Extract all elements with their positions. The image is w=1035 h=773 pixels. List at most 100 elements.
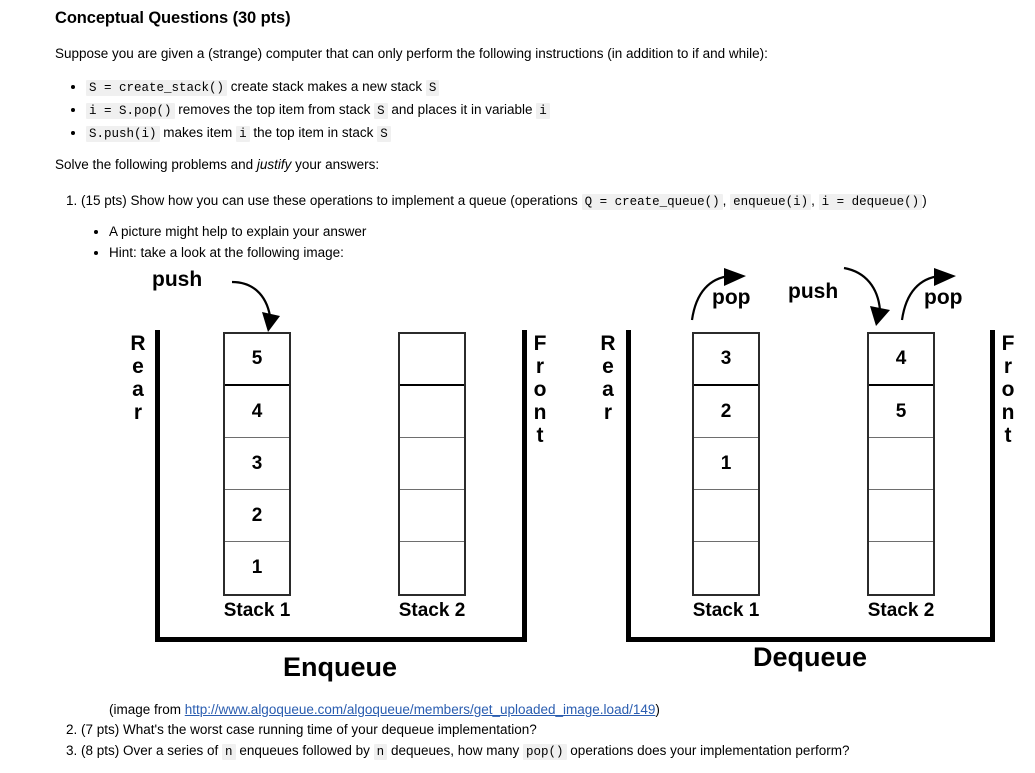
enqueue-stack-1: 5 4 3 2 1 [223,332,291,596]
code-span-n: n [222,744,236,760]
instruction-list: S = create_stack() create stack makes a … [58,76,550,145]
bottom-frame-bar [155,637,527,642]
front-label-letter: t [536,424,544,447]
dequeue-stack-2: 4 5 [867,332,935,596]
front-label-letter: o [533,378,547,401]
stack-2-caption: Stack 2 [867,600,935,621]
stack-cell: 4 [869,334,933,386]
rear-label-letter: e [132,355,144,378]
instruction-text: the top item in stack [253,125,374,140]
code-span: i [536,103,550,119]
push-arrow-icon [231,280,280,332]
front-label: F r o n t [530,332,550,447]
stack-cell: 3 [225,438,289,490]
code-span: S [377,126,391,142]
front-label-letter: o [1001,378,1015,401]
enqueue-diagram: push R e a r F r o n t [110,262,550,694]
stack-cell: 5 [225,334,289,386]
stack-cell [400,334,464,386]
hint-list: A picture might help to explain your ans… [81,221,927,263]
code-span: S [425,80,440,96]
code-span: i [236,126,250,142]
solve-prompt-b: your answers: [291,157,380,172]
dequeue-caption: Dequeue [752,642,868,672]
stack-cell: 5 [869,386,933,438]
rear-label-letter: r [133,401,143,424]
source-link[interactable]: http://www.algoqueue.com/algoqueue/membe… [184,702,656,717]
stack-cell [694,490,758,542]
list-item: i = S.pop() removes the top item from st… [86,99,550,122]
front-label-letter: t [1004,424,1012,447]
list-item: S.push(i) makes item i the top item in s… [86,122,550,145]
enqueue-caption: Enqueue [282,652,397,682]
front-frame-bar [990,330,995,642]
separator: , [722,193,727,208]
stack-cell: 2 [694,386,758,438]
rear-label: R e a r [598,332,618,424]
solve-prompt-a: Solve the following problems and [55,157,257,172]
problem-3-a: (8 pts) Over a series of [81,743,223,758]
code-span: i = S.pop() [86,103,175,119]
stack-cell [400,490,464,542]
enqueue-stack-2 [398,332,466,596]
instruction-text: create stack makes a new stack [230,79,423,94]
code-span-enqueue: enqueue(i) [730,194,812,210]
problem-3-d: operations does your implementation perf… [566,743,850,758]
code-span: S.push(i) [86,126,160,142]
pop-label-1: pop [712,286,751,309]
code-span-n: n [373,744,388,760]
front-label-letter: n [1001,401,1015,424]
stack-2-caption: Stack 2 [398,600,466,621]
solve-prompt-emphasis: justify [256,157,292,172]
front-label-letter: F [1001,332,1015,355]
rear-label-letter: R [600,332,616,355]
rear-label-letter: R [130,332,146,355]
push-label: push [152,268,203,291]
solve-prompt: Solve the following problems and justify… [55,157,379,172]
dequeue-stack-1: 3 2 1 [692,332,760,596]
page-title: Conceptual Questions (30 pts) [55,9,291,27]
stack-cell [400,542,464,594]
rear-label-letter: a [132,378,144,401]
rear-label-letter: e [602,355,614,378]
stack-cell [869,542,933,594]
problem-item-1: (15 pts) Show how you can use these oper… [81,190,927,263]
stack-cell [400,386,464,438]
front-label: F r o n t [998,332,1018,447]
stack-cell: 1 [694,438,758,490]
stack-cell: 3 [694,334,758,386]
separator: , [811,193,815,208]
rear-label-letter: r [603,401,613,424]
problem-1-tail: ) [922,193,927,208]
stack-1-caption: Stack 1 [692,600,760,621]
code-span: S [374,103,388,119]
credit-suffix: ) [655,702,660,717]
front-frame-bar [522,330,527,642]
instruction-text: makes item [163,125,233,140]
front-label-letter: r [535,355,545,378]
stack-cell: 2 [225,490,289,542]
list-item: A picture might help to explain your ans… [109,221,927,242]
image-credit: (image from http://www.algoqueue.com/alg… [109,702,660,717]
rear-label-letter: a [602,378,614,401]
intro-paragraph: Suppose you are given a (strange) comput… [55,46,768,61]
problem-3-b: enqueues followed by [235,743,374,758]
code-span-create-queue: Q = create_queue() [581,194,723,210]
problem-3-c: dequeues, how many [387,743,524,758]
stack-cell [400,438,464,490]
front-label-letter: n [533,401,547,424]
credit-prefix: (image from [109,702,185,717]
problem-1-lead: (15 pts) Show how you can use these oper… [81,193,582,208]
problem-list-first: (15 pts) Show how you can use these oper… [58,190,927,263]
stack-1-caption: Stack 1 [223,600,291,621]
code-span-pop: pop() [523,744,567,760]
dequeue-diagram: pop push pop R e a r [580,262,1020,694]
stack-cell [694,542,758,594]
code-span: S = create_stack() [86,80,228,96]
problem-list-rest: (7 pts) What's the worst case running ti… [58,719,849,763]
list-item: S = create_stack() create stack makes a … [86,76,550,99]
stack-cell: 1 [251,557,263,578]
front-label-letter: r [1003,355,1013,378]
front-label-letter: F [533,332,547,355]
